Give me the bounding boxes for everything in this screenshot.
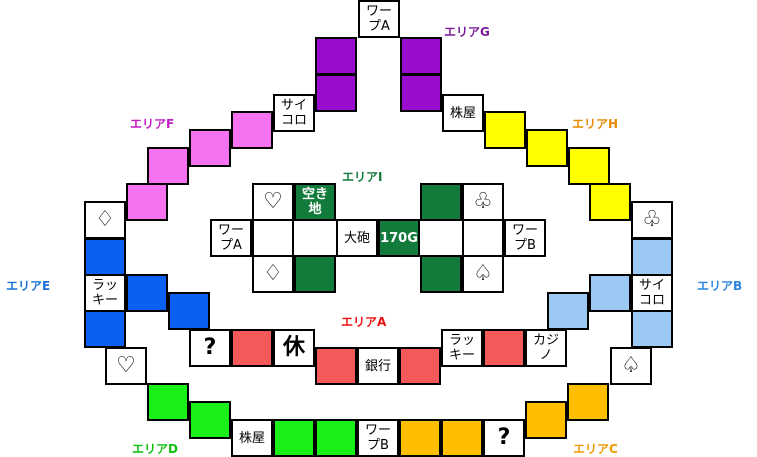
board-space-lucky-a[interactable]: ラッ キー: [441, 329, 483, 367]
board-space-label: 大砲: [343, 230, 370, 246]
board-space-c4[interactable]: [567, 383, 609, 421]
board-space-d2[interactable]: [189, 401, 231, 439]
board-space-label: ♢: [95, 207, 115, 232]
board-space-label: ワー プA: [217, 223, 244, 253]
board-space-a1[interactable]: [231, 329, 273, 367]
board-space-c1[interactable]: [399, 419, 441, 457]
board-space-label: ワー プA: [365, 4, 392, 34]
board-space-label: ?: [203, 335, 217, 360]
board-space-vacant-lot[interactable]: 空き 地: [294, 183, 336, 221]
board-space-question-a[interactable]: ?: [189, 329, 231, 367]
board-space-stock-top[interactable]: 株屋: [442, 94, 484, 132]
board-space-a3[interactable]: [399, 347, 441, 385]
board-space-f2[interactable]: [189, 129, 231, 167]
board-space-label: 空き 地: [301, 187, 328, 217]
board-space-f3[interactable]: [147, 147, 189, 185]
board-space-label: ♡: [116, 353, 136, 378]
board-space-b2[interactable]: [589, 274, 631, 312]
board-space-i2[interactable]: [294, 255, 336, 293]
board-space-b4[interactable]: [631, 310, 673, 348]
board-space-dice-f[interactable]: サイ コロ: [273, 94, 315, 132]
board-space-label: カジ ノ: [532, 333, 559, 363]
board-space-f4[interactable]: [126, 183, 168, 221]
board-space-bank[interactable]: 銀行: [357, 347, 399, 385]
board-space-spade-center[interactable]: ♤: [462, 255, 504, 293]
board-space-b1[interactable]: [631, 238, 673, 276]
board-space-gold-170[interactable]: 170G: [378, 219, 420, 257]
board-space-e4[interactable]: [84, 310, 126, 348]
board-space-rest[interactable]: 休: [273, 329, 315, 367]
area-label-h: エリアH: [572, 117, 619, 131]
board-space-club-right[interactable]: ♧: [631, 201, 673, 239]
board-space-club-center[interactable]: ♧: [462, 183, 504, 221]
board-space-h2[interactable]: [526, 129, 568, 167]
board-space-diamond-center[interactable]: ♢: [252, 255, 294, 293]
board-space-blank-center-left[interactable]: [252, 219, 294, 257]
area-label-b: エリアB: [697, 279, 743, 293]
board-space-spade-right[interactable]: ♤: [610, 347, 652, 385]
board-space-d3[interactable]: [273, 419, 315, 457]
board-space-label: 株屋: [238, 430, 265, 446]
board-space-label: ♢: [263, 261, 283, 286]
board-space-label: 休: [282, 335, 305, 360]
board-space-warp-b-bottom[interactable]: ワー プB: [357, 419, 399, 457]
board-space-g3[interactable]: [315, 74, 357, 112]
board-space-f1[interactable]: [231, 111, 273, 149]
board-space-a2[interactable]: [315, 347, 357, 385]
board-space-a4[interactable]: [483, 329, 525, 367]
board-space-g1[interactable]: [315, 37, 357, 75]
board-space-c2[interactable]: [441, 419, 483, 457]
board-space-warp-a-center[interactable]: ワー プA: [210, 219, 252, 257]
board-space-diamond-left[interactable]: ♢: [84, 201, 126, 239]
board-space-blank-center-right[interactable]: [462, 219, 504, 257]
area-label-g: エリアG: [444, 25, 490, 39]
board-space-lucky-e[interactable]: ラッ キー: [84, 274, 126, 312]
board-space-label: ワー プB: [511, 223, 538, 253]
area-label-e: エリアE: [6, 279, 51, 293]
board-space-g4[interactable]: [400, 74, 442, 112]
board-space-warp-b-center[interactable]: ワー プB: [504, 219, 546, 257]
board-space-g2[interactable]: [400, 37, 442, 75]
area-label-c: エリアC: [573, 442, 618, 456]
board-space-i3[interactable]: [420, 255, 462, 293]
area-label-f: エリアF: [130, 117, 175, 131]
board-space-d4[interactable]: [315, 419, 357, 457]
board-space-d1[interactable]: [147, 383, 189, 421]
board-space-label: サイ コロ: [638, 278, 665, 308]
board-space-label: 株屋: [449, 105, 476, 121]
area-label-i: エリアI: [342, 170, 383, 184]
board-space-label: ♤: [621, 353, 641, 378]
board-space-label: ♤: [473, 261, 493, 286]
board-space-e2[interactable]: [126, 274, 168, 312]
board-space-cannon[interactable]: 大砲: [336, 219, 378, 257]
board-space-label: ?: [497, 425, 511, 450]
board-space-e1[interactable]: [84, 238, 126, 276]
board-space-label: 170G: [380, 230, 418, 246]
board-space-label: 銀行: [364, 358, 391, 374]
board-space-stock-bottom[interactable]: 株屋: [231, 419, 273, 457]
board-space-heart-center[interactable]: ♡: [252, 183, 294, 221]
board-space-i1[interactable]: [420, 183, 462, 221]
board-space-label: ♧: [473, 189, 493, 214]
board-space-h1[interactable]: [484, 111, 526, 149]
board-space-label: サイ コロ: [280, 98, 307, 128]
area-label-a: エリアA: [341, 315, 387, 329]
board-space-label: ワー プB: [364, 423, 391, 453]
board-space-heart-left[interactable]: ♡: [105, 347, 147, 385]
board-space-label: ラッ キー: [448, 333, 475, 363]
board-space-label: ラッ キー: [91, 278, 118, 308]
board-space-label: ♧: [642, 207, 662, 232]
board-space-label: ♡: [263, 189, 283, 214]
board-space-h4[interactable]: [589, 183, 631, 221]
board-space-e3[interactable]: [168, 292, 210, 330]
board-space-question-c[interactable]: ?: [483, 419, 525, 457]
board-space-casino[interactable]: カジ ノ: [525, 329, 567, 367]
board-space-h3[interactable]: [568, 147, 610, 185]
board-space-c3[interactable]: [525, 401, 567, 439]
board-space-top-warp-a[interactable]: ワー プA: [358, 0, 400, 38]
area-label-d: エリアD: [132, 442, 178, 456]
board-space-dice-b[interactable]: サイ コロ: [631, 274, 673, 312]
board-space-b3[interactable]: [547, 292, 589, 330]
